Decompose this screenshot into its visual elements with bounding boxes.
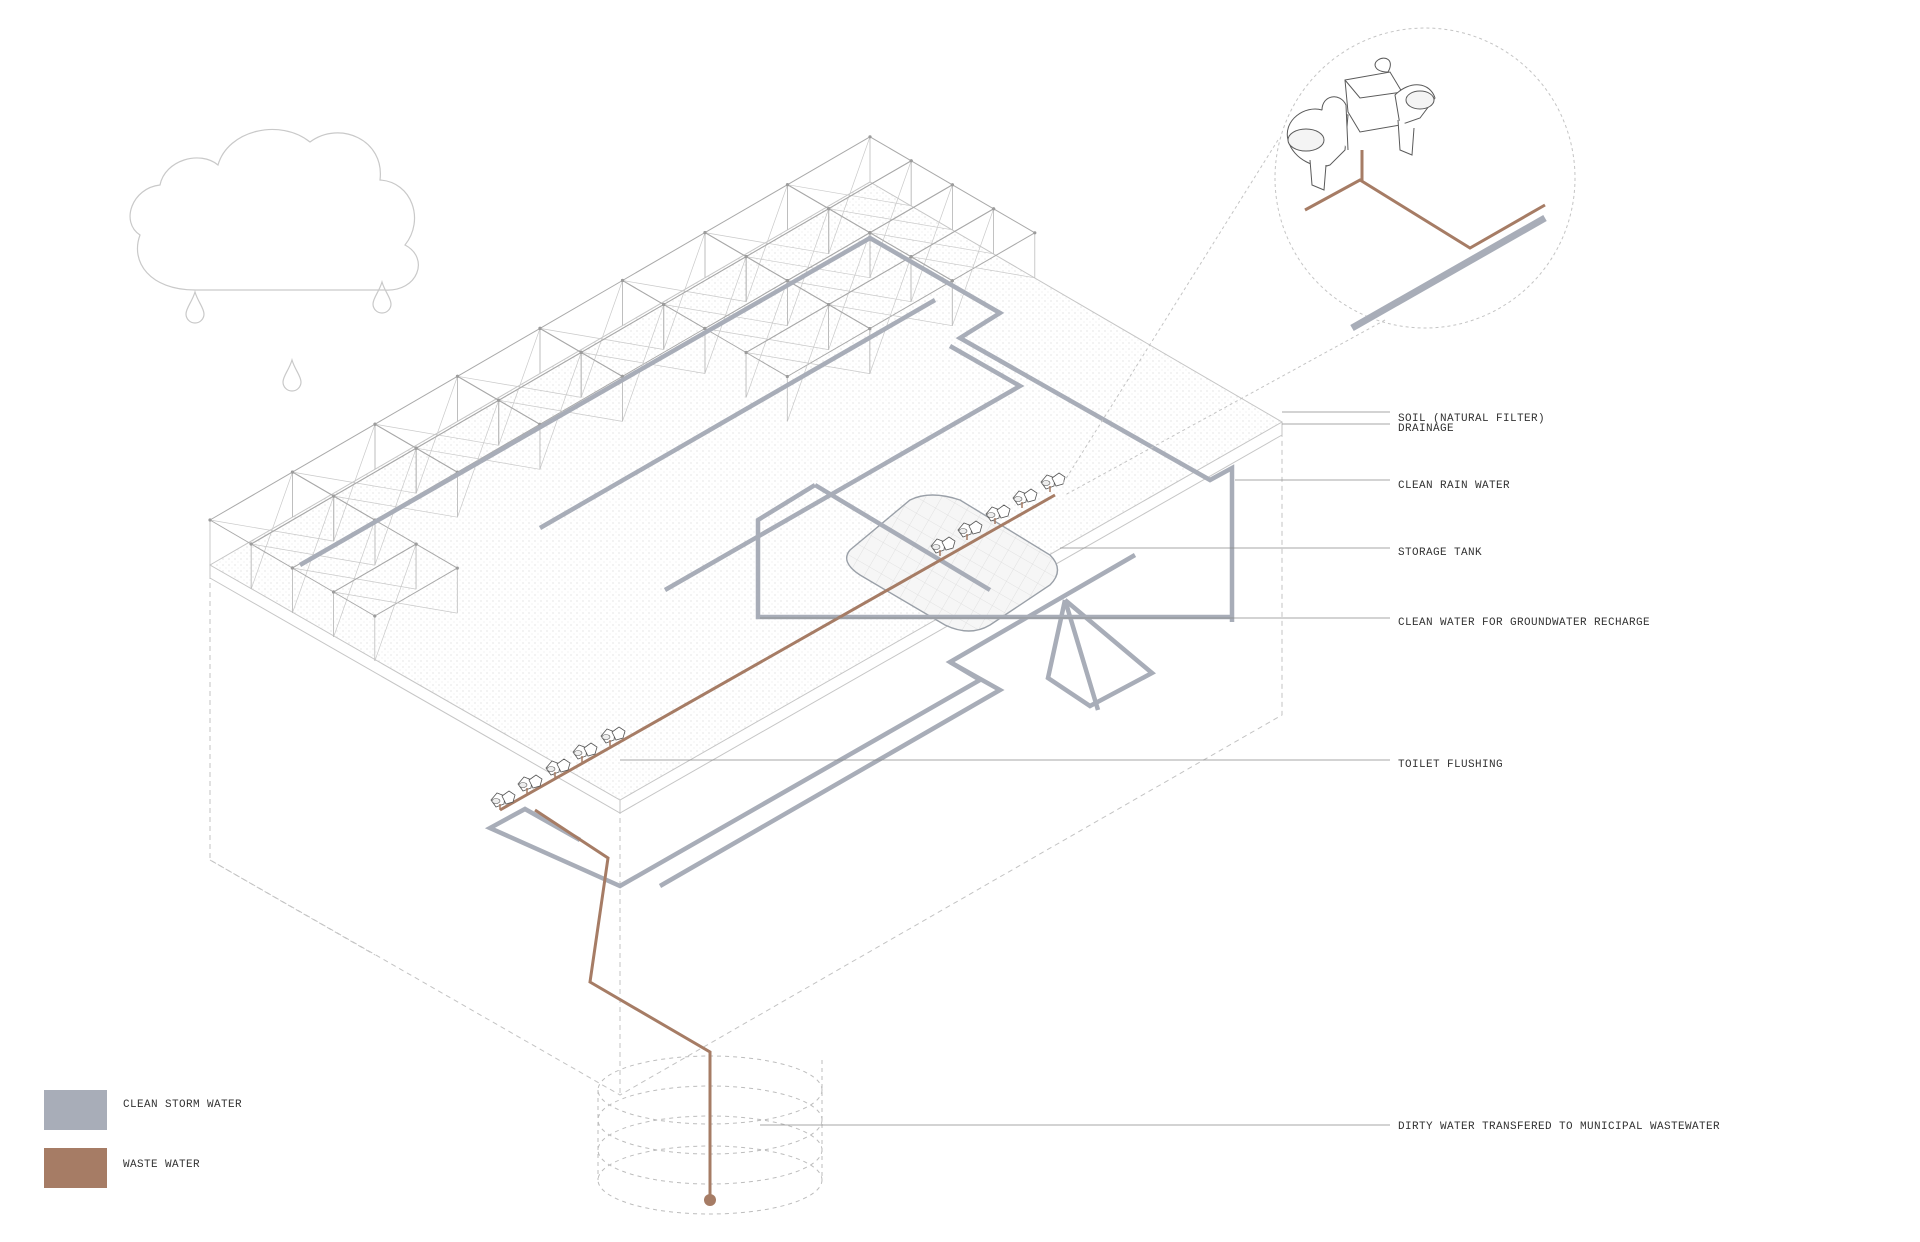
legend-swatch-storm bbox=[44, 1090, 107, 1130]
callout-dirty-water: DIRTY WATER TRANSFERED TO MUNICIPAL WAST… bbox=[1398, 1121, 1721, 1133]
toilet-fixtures bbox=[490, 472, 1066, 810]
legend-label-waste: WASTE WATER bbox=[123, 1159, 201, 1171]
legend-swatch-waste bbox=[44, 1148, 107, 1188]
cloud-icon bbox=[129, 128, 419, 291]
toilet-icon bbox=[930, 536, 956, 556]
callout-leaders bbox=[620, 411, 1390, 1126]
building-volume bbox=[209, 422, 1283, 1096]
roof-frame-grid bbox=[208, 135, 1037, 662]
toilet-icon bbox=[957, 520, 983, 540]
toilet-icon bbox=[985, 504, 1011, 524]
legend-label-storm: CLEAN STORM WATER bbox=[123, 1099, 243, 1111]
toilet-icon bbox=[517, 774, 543, 794]
soil-slab bbox=[208, 181, 1284, 814]
callout-storage-tank: STORAGE TANK bbox=[1398, 547, 1483, 559]
detail-magnifier bbox=[1061, 27, 1576, 496]
callout-toilet-flushing: TOILET FLUSHING bbox=[1398, 759, 1504, 771]
waste-water-pipes bbox=[499, 493, 1056, 1198]
callout-drainage: DRAINAGE bbox=[1398, 423, 1455, 435]
callout-groundwater-recharge: CLEAN WATER FOR GROUNDWATER RECHARGE bbox=[1398, 617, 1651, 629]
toilet-icon bbox=[572, 742, 598, 762]
toilet-icon bbox=[1012, 488, 1038, 508]
storm-water-pipes bbox=[298, 235, 1235, 889]
toilet-icon bbox=[490, 790, 516, 810]
toilet-icon bbox=[545, 758, 571, 778]
storage-tank bbox=[846, 494, 1059, 632]
toilet-icon bbox=[1040, 472, 1066, 492]
sewer-outlet bbox=[704, 1194, 716, 1206]
callout-clean-rain-water: CLEAN RAIN WATER bbox=[1398, 480, 1511, 492]
toilet-icon bbox=[600, 726, 626, 746]
toilet-icon bbox=[1286, 57, 1436, 191]
rain-drop-icon bbox=[185, 279, 392, 392]
callout-soil: SOIL (NATURAL FILTER) bbox=[1398, 413, 1546, 425]
